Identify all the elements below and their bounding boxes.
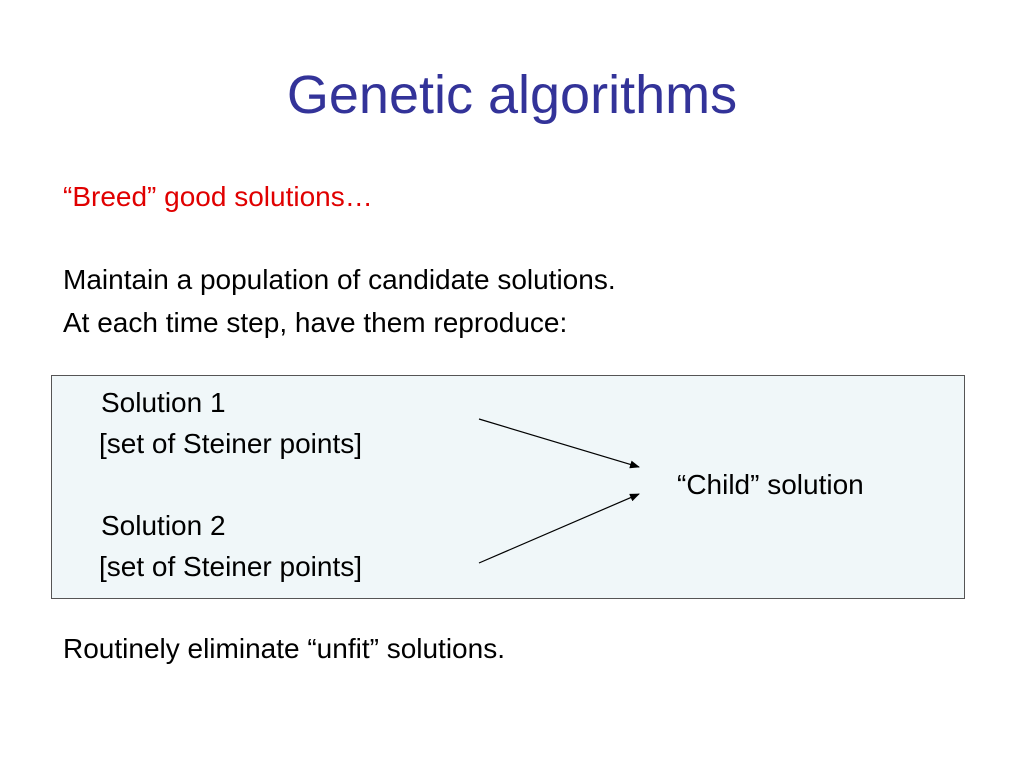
- reproduction-diagram: Solution 1 [set of Steiner points] Solut…: [51, 375, 965, 599]
- arrow-solution-2-to-child: [478, 493, 640, 564]
- solution-2-title: Solution 2: [101, 510, 226, 541]
- solution-1-detail: [set of Steiner points]: [99, 428, 363, 459]
- child-solution-label: “Child” solution: [677, 469, 864, 500]
- diagram-arrows: [478, 418, 640, 564]
- solution-2-detail: [set of Steiner points]: [99, 551, 363, 582]
- intro-text: “Breed” good solutions…: [63, 181, 373, 212]
- eliminate-text: Routinely eliminate “unfit” solutions.: [63, 633, 505, 664]
- slide-title: Genetic algorithms: [286, 65, 738, 125]
- maintain-text: Maintain a population of candidate solut…: [63, 264, 616, 295]
- solution-1-title: Solution 1: [101, 387, 226, 418]
- each-step-text: At each time step, have them reproduce:: [63, 307, 568, 338]
- arrow-solution-1-to-child: [478, 418, 640, 469]
